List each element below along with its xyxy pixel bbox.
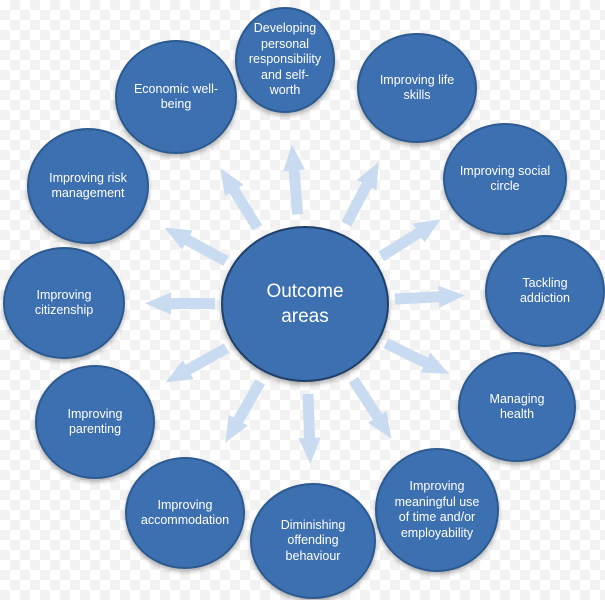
node-parenting: Improving parenting [35, 365, 155, 479]
node-tackling-addiction: Tackling addiction [485, 235, 605, 347]
node-meaningful-time: Improving meaningful use of time and/or … [375, 448, 499, 572]
node-economic-wellbeing: Economic well-being [115, 40, 237, 154]
node-accommodation: Improving accommodation [125, 457, 245, 569]
node-offending-behaviour: Diminishing offending behaviour [250, 483, 376, 599]
node-label: Economic well-being [133, 81, 219, 112]
arrow-3 [378, 219, 441, 261]
node-label: Tackling addiction [519, 275, 571, 306]
arrow-group [145, 144, 465, 464]
node-label: Improving accommodation [140, 497, 230, 528]
node-label: Improving parenting [67, 406, 123, 437]
node-label: Improving life skills [379, 72, 455, 103]
node-label: Improving social circle [459, 163, 551, 194]
arrow-9 [165, 343, 230, 383]
arrow-8 [225, 379, 265, 443]
node-label: Managing health [489, 391, 545, 422]
node-social-circle: Improving social circle [443, 123, 567, 235]
arrow-6 [348, 376, 392, 439]
node-managing-health: Managing health [458, 352, 576, 462]
center-node: Outcome areas [221, 226, 389, 382]
arrow-11 [164, 227, 229, 266]
arrow-1 [283, 144, 306, 215]
arrow-7 [298, 393, 321, 464]
arrow-5 [383, 338, 449, 374]
node-citizenship: Improving citizenship [3, 247, 125, 359]
node-label: Developing personal responsibility and s… [248, 21, 322, 98]
arrow-10 [145, 292, 216, 315]
node-life-skills: Improving life skills [357, 33, 477, 143]
node-risk-management: Improving risk management [27, 128, 149, 244]
arrow-12 [220, 168, 263, 231]
node-label: Improving risk management [49, 170, 127, 201]
arrow-2 [341, 161, 379, 227]
node-developing-responsibility: Developing personal responsibility and s… [235, 7, 335, 113]
node-label: Improving citizenship [34, 287, 94, 318]
arrow-4 [394, 285, 465, 308]
node-label: Diminishing offending behaviour [280, 517, 346, 563]
center-label: Outcome areas [266, 281, 344, 327]
node-label: Improving meaningful use of time and/or … [394, 479, 480, 540]
